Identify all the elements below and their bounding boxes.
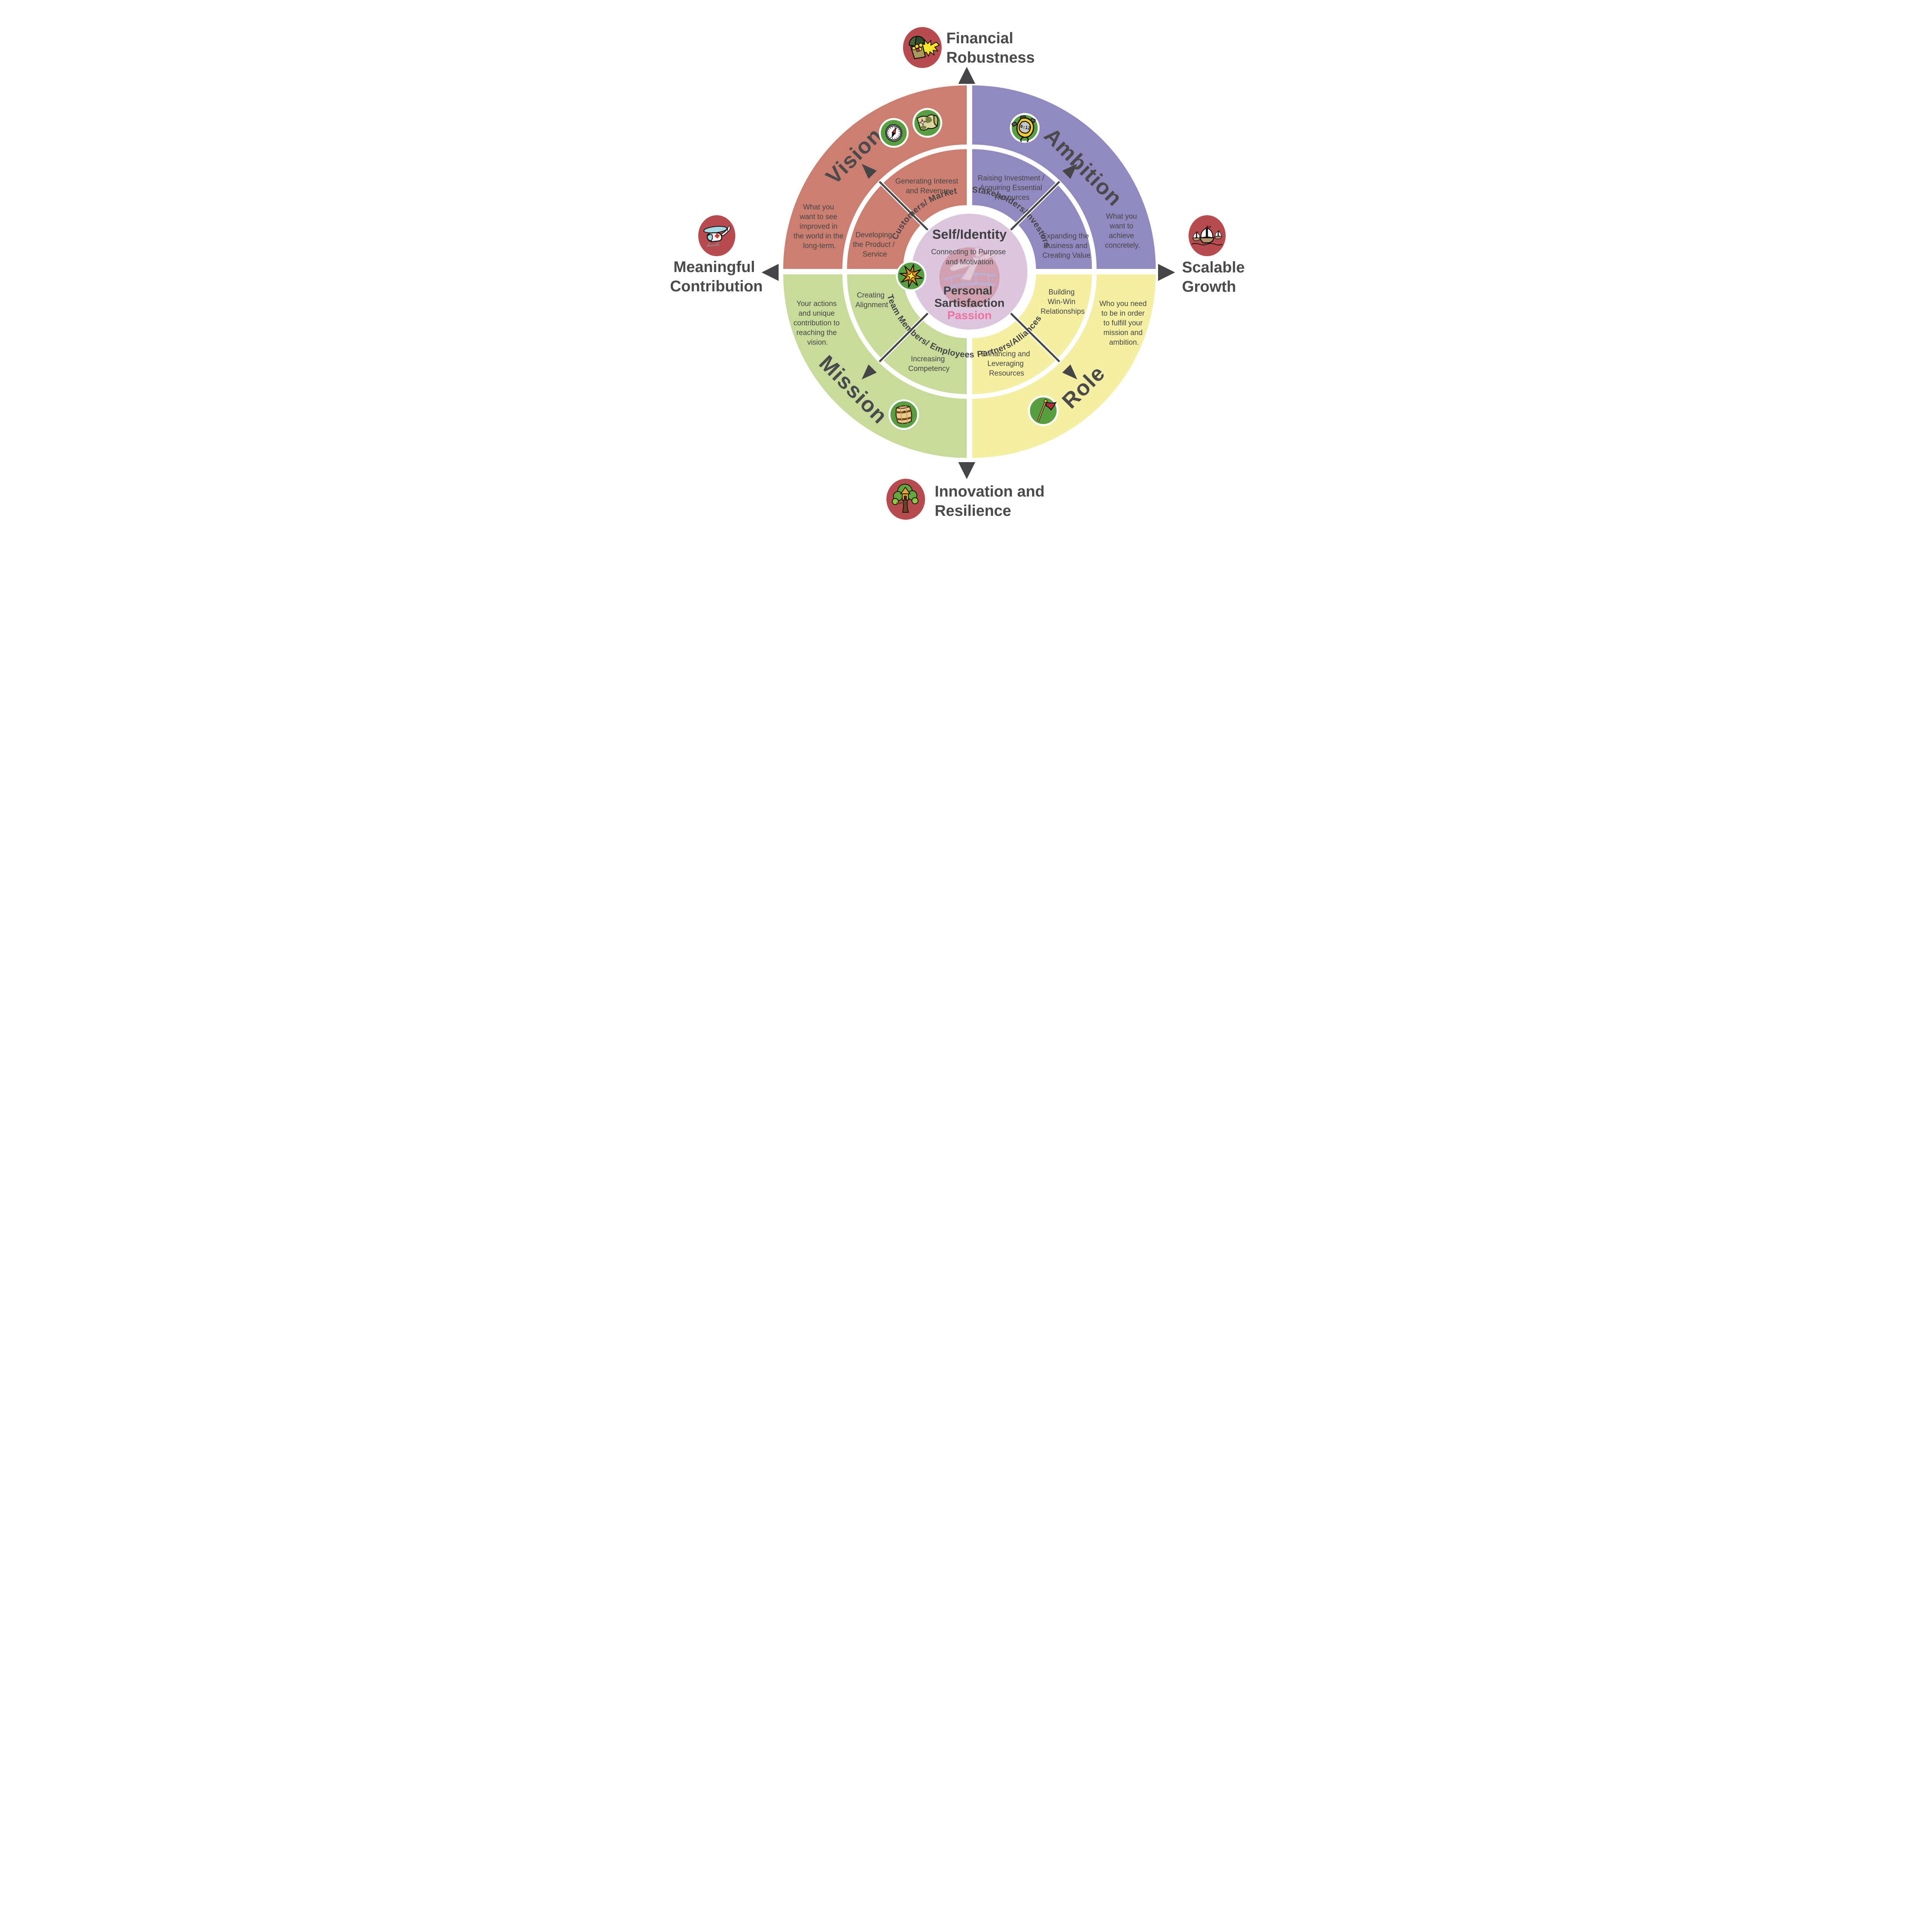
mission-inner-top-text: Creating Alignment: [855, 291, 888, 309]
mission-arrow: [862, 312, 929, 379]
red-cross: [716, 233, 719, 238]
down-arrow-icon: [958, 462, 975, 479]
role-arrow: [1009, 312, 1077, 379]
ships-icon: [1189, 215, 1226, 256]
center-subtitle: Connecting to Purpose and Motivation: [931, 248, 1008, 266]
starburst-icon: [896, 260, 927, 291]
mission-outer-ring-segment: [783, 274, 967, 458]
waves: [1191, 243, 1223, 245]
ambition-inner-bottom-text: Expanding the Business and Creating Valu…: [1042, 232, 1091, 260]
flag-pennant: [1045, 401, 1057, 411]
vision-arrowhead: [862, 164, 877, 179]
mission-inner-bottom-text: Increasing Competency: [908, 355, 950, 373]
compass-needle: [891, 126, 896, 138]
up-arrow-icon: [958, 67, 975, 84]
financial-robustness-label: Financial Robustness: [946, 30, 1035, 66]
treehouse-icon: [886, 479, 925, 520]
stopwatch-lcd: [1019, 121, 1031, 134]
innovation-resilience-label: Innovation and Resilience: [935, 483, 1049, 519]
meaningful-contribution-label: Meaningful Contribution: [670, 259, 763, 295]
passion-label: Passion: [947, 309, 992, 322]
center-title: Self/Identity: [932, 227, 1007, 242]
helicopter-icon: [698, 215, 735, 256]
mission-description: Your actions and unique contribution to …: [794, 300, 842, 347]
starburst-inner: [905, 270, 917, 282]
ambition-arrow: [1009, 164, 1077, 231]
chest-gem: [916, 48, 920, 52]
wheel-svg: Customers/ Market Stakeholders/Investors…: [670, 27, 1249, 520]
mission-arrowhead: [862, 364, 877, 379]
treasure-map-icon: [912, 108, 942, 138]
map-compass-rose: [918, 118, 927, 126]
helicopter-skids: [706, 242, 719, 247]
vision-description: What you want to see improved in the wor…: [794, 203, 845, 250]
role-arrowhead: [1062, 364, 1077, 379]
vision-inner-top-text: Generating Interest and Revenue: [895, 177, 960, 195]
treasure-chest-icon: [903, 27, 942, 68]
vision-inner-bottom-text: Developing the Product / Service: [853, 231, 896, 259]
vision-arrow: [862, 164, 929, 231]
left-arrow-icon: [762, 264, 779, 281]
role-inner-top-text: Building Win-Win Relationships: [1041, 288, 1085, 316]
flag-icon: [1028, 395, 1059, 426]
compass-icon: [879, 118, 909, 148]
flag-pole: [1037, 401, 1046, 422]
scalable-growth-label: Scalable Growth: [1182, 259, 1249, 295]
barrel-icon: [888, 399, 919, 430]
tree-trunk: [902, 498, 909, 513]
stopwatch-display: 0:12: [1020, 124, 1031, 131]
role-outer-ring-segment: [972, 274, 1156, 458]
ambition-inner-top-text: Raising Investment / Acquiring Essential…: [978, 174, 1046, 202]
map-roll: [933, 115, 939, 127]
role-description: Who you need to be in order to fulfill y…: [1099, 300, 1149, 347]
bridge-figure-watermark: [939, 247, 1000, 308]
right-arrow-icon: [1158, 264, 1175, 281]
role-inner-bottom-text: Enhancing and Leveraging Resources: [981, 350, 1032, 378]
ambition-arrowhead: [1062, 164, 1077, 179]
stopwatch-icon: 0:12: [1010, 113, 1040, 143]
business-model-wheel-diagram: Customers/ Market Stakeholders/Investors…: [664, 0, 1268, 543]
helicopter-window: [707, 234, 713, 242]
ambition-description: What you want to achieve concretely.: [1105, 213, 1140, 250]
treehouse-door: [904, 495, 907, 500]
personal-satisfaction-label: Personal Sartisfaction: [934, 284, 1005, 310]
